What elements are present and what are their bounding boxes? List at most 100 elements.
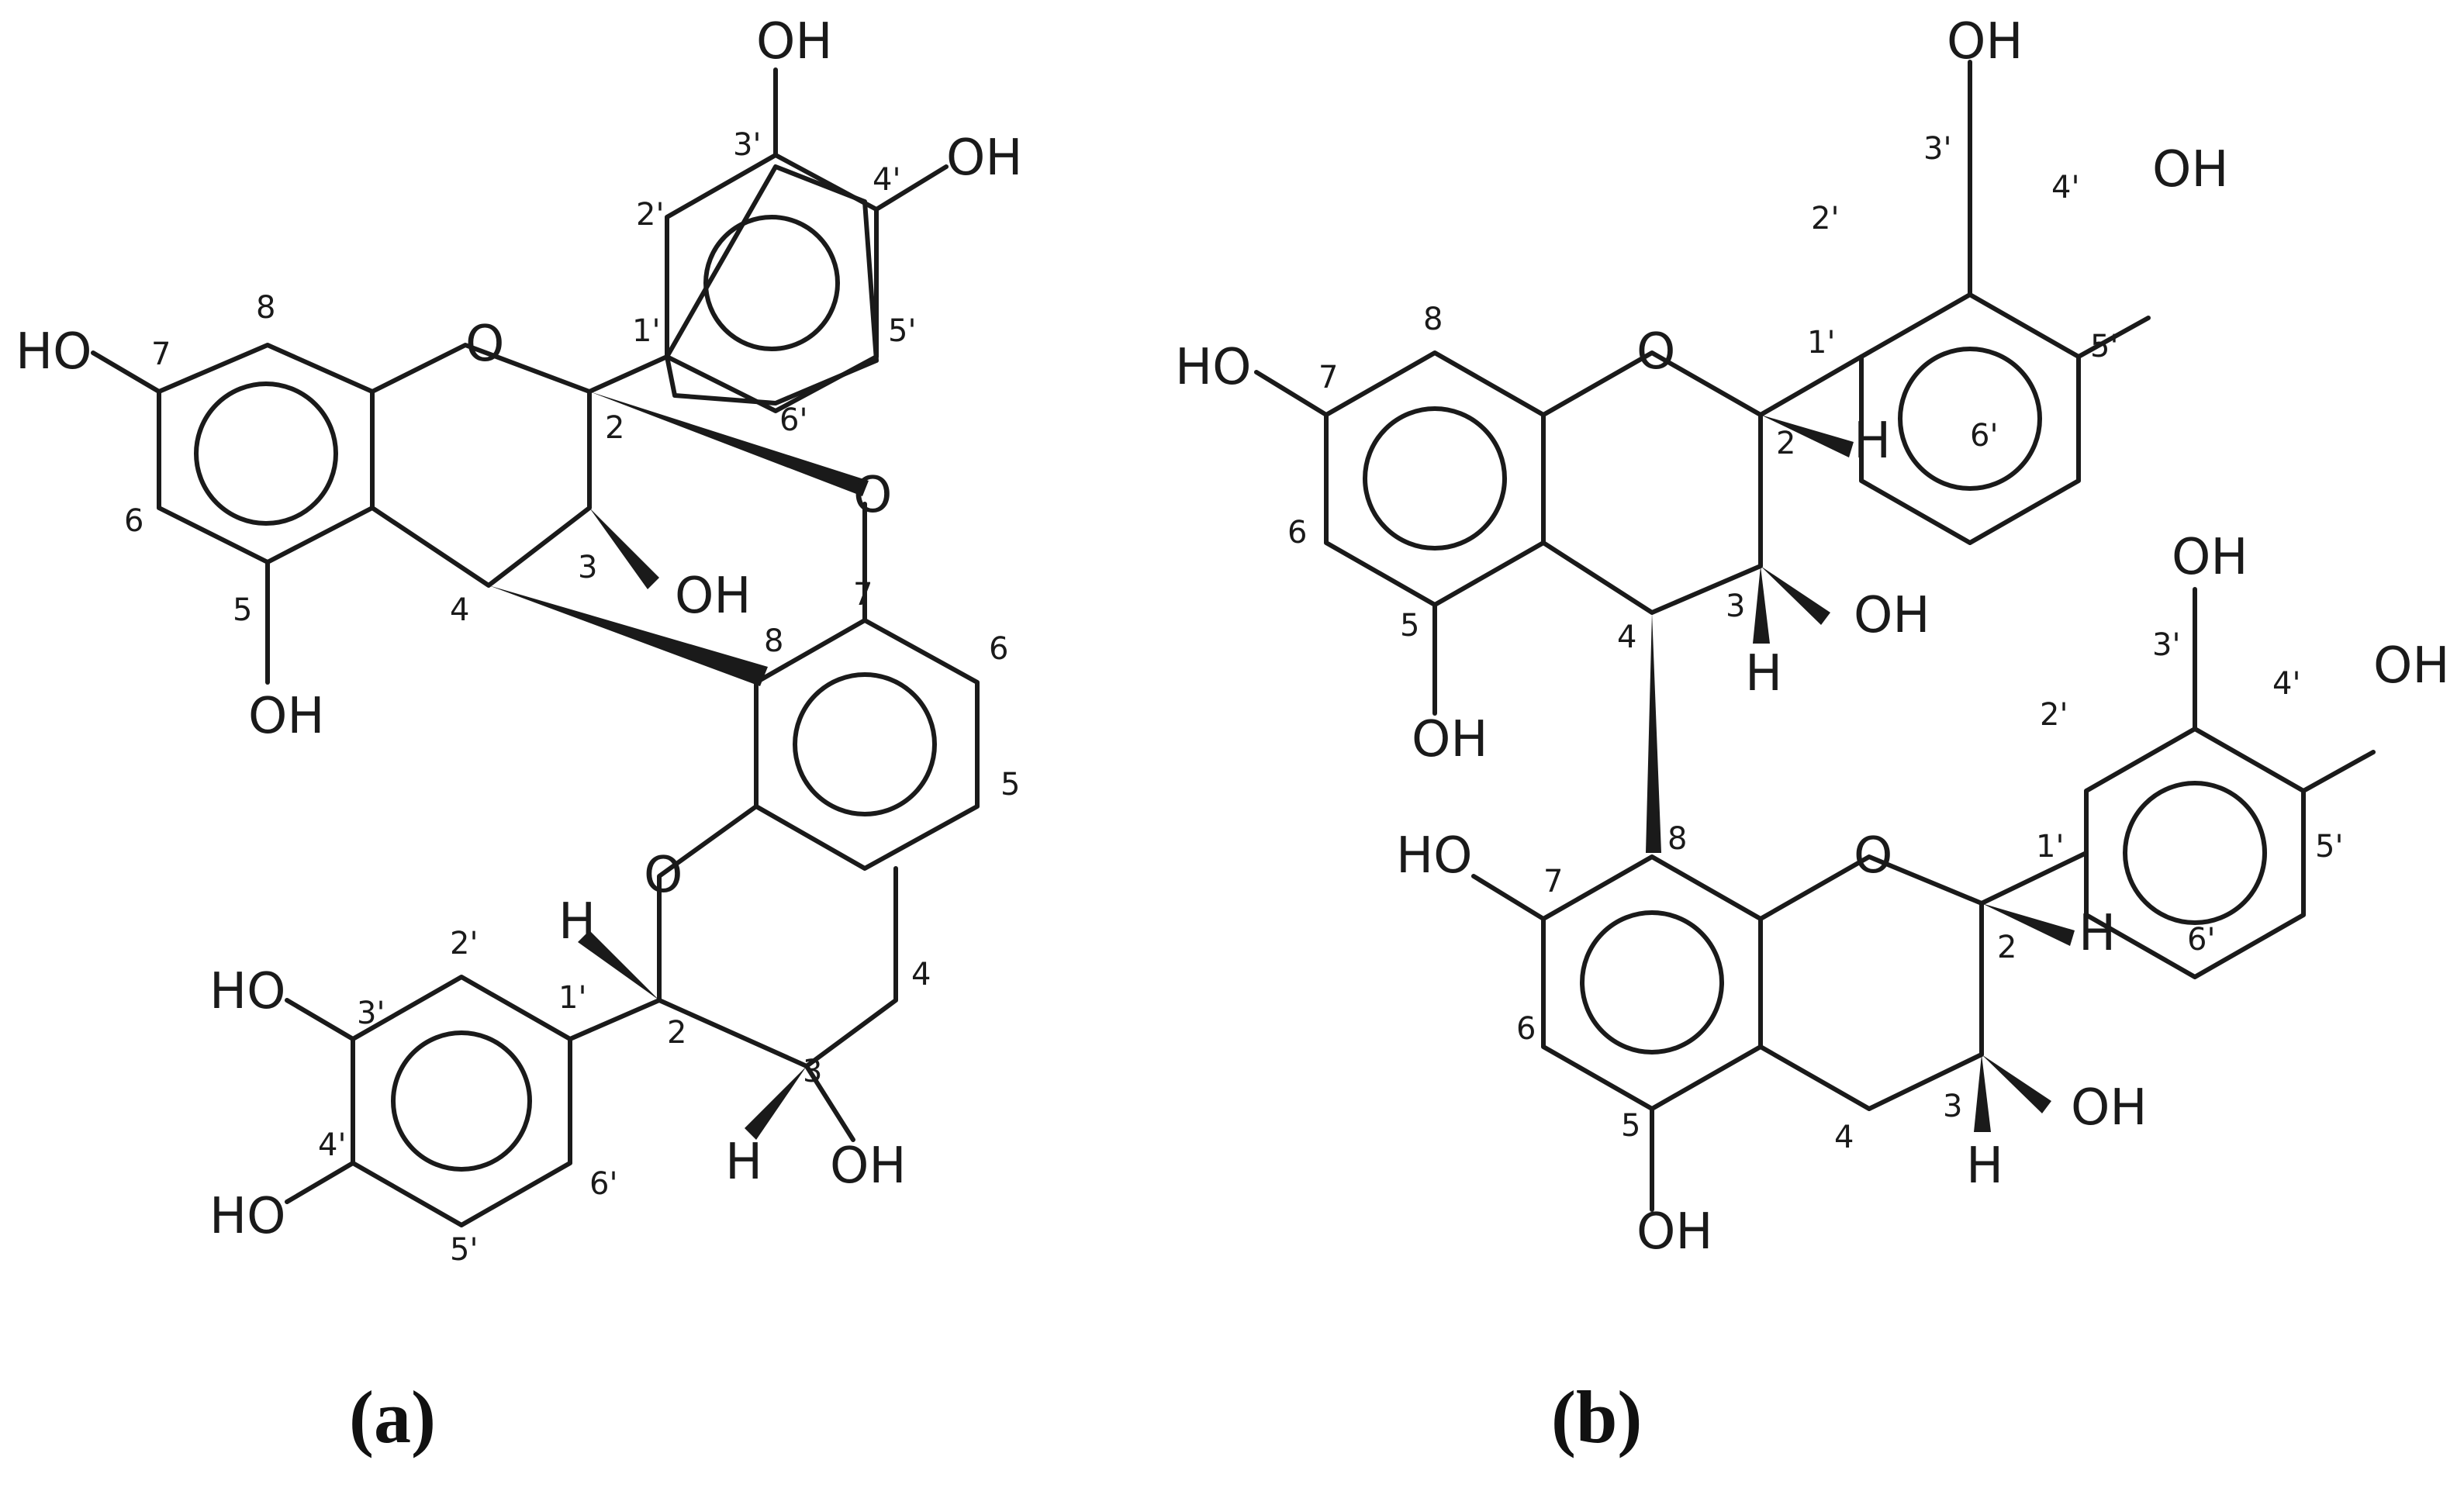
- b-n2: 2: [1776, 426, 1795, 461]
- b-ring-B-lower-aromatic: [2123, 781, 2267, 925]
- a-ho4p-lower: HO: [209, 1188, 286, 1245]
- b-n4: 4: [1617, 620, 1636, 655]
- a-oh3p: OH: [756, 13, 833, 71]
- a-n3p: 3': [733, 127, 761, 163]
- b-ring-C-lower: [1758, 854, 1984, 1111]
- b-oh3-lower: OH: [2071, 1079, 2148, 1137]
- b-o1: O: [1636, 323, 1675, 381]
- a-n2: 2: [605, 410, 624, 446]
- a-ho7: HO: [16, 323, 92, 381]
- b-n4p: 4': [2051, 170, 2079, 205]
- b-ring-C-upper: [1541, 350, 1763, 615]
- a-ring-B-upper: [665, 164, 879, 406]
- b-oh5-lower: OH: [1636, 1203, 1713, 1261]
- a-l1p: 1': [558, 980, 586, 1016]
- a-ring-B-lower-aromatic: [391, 1030, 532, 1172]
- b-ring-A-upper-aromatic: [1363, 406, 1507, 551]
- panel-a-locants: 8 7 6 5 4 3 2 1' 2' 3' 4' 5' 6' 7 6 5 8 …: [124, 127, 1020, 1268]
- a-h2: H: [558, 893, 596, 951]
- b-oh4p: OH: [2152, 141, 2229, 198]
- b-n3p: 3': [1923, 131, 1951, 167]
- a-l4p: 4': [318, 1127, 346, 1163]
- a-n2p: 2': [636, 197, 664, 233]
- a-n7: 7: [151, 337, 171, 372]
- a-ring-A-aromatic: [194, 381, 338, 526]
- panel-b-atom-labels: HO O H OH H OH OH OH HO O H OH H OH OH O…: [1175, 13, 2450, 1261]
- a-m2: 2: [667, 1015, 686, 1051]
- b-o1-lower: O: [1854, 827, 1892, 885]
- b-h2: H: [1854, 412, 1891, 470]
- a-m4: 4: [911, 957, 931, 992]
- panel-b-wedges: [1646, 415, 2075, 1132]
- b-ho7-lower: HO: [1396, 827, 1473, 885]
- b-m7: 7: [1543, 864, 1563, 899]
- a-o1-lower: O: [644, 847, 683, 904]
- b-n5p: 5': [2090, 329, 2118, 364]
- a-m6: 6: [989, 631, 1008, 667]
- a-m7: 7: [853, 577, 873, 613]
- a-oh3: OH: [675, 568, 752, 625]
- b-h3: H: [1745, 645, 1782, 702]
- a-n1p: 1': [632, 313, 660, 349]
- a-n5p: 5': [888, 313, 916, 349]
- a-h3: H: [725, 1134, 762, 1191]
- b-m5p: 5': [2315, 829, 2343, 865]
- a-m3: 3: [803, 1054, 822, 1089]
- b-n8: 8: [1423, 302, 1443, 337]
- b-m6p: 6': [2187, 922, 2215, 958]
- b-m1p: 1': [2036, 829, 2064, 865]
- a-l5p: 5': [450, 1232, 478, 1268]
- b-m2: 2: [1997, 930, 2016, 965]
- b-ring-A-lower-aromatic: [1580, 910, 1724, 1055]
- a-o1: O: [465, 316, 504, 373]
- a-ho3p-lower: HO: [209, 963, 286, 1020]
- b-m5: 5: [1621, 1108, 1640, 1144]
- b-n7: 7: [1318, 360, 1338, 395]
- b-n3: 3: [1726, 589, 1745, 624]
- b-oh3: OH: [1854, 587, 1930, 644]
- b-n6p: 6': [1970, 418, 1998, 454]
- a-oh3-lower: OH: [830, 1137, 907, 1195]
- a-ring-A-lower-aromatic: [793, 672, 937, 816]
- a-m8: 8: [764, 623, 783, 659]
- b-oh5: OH: [1412, 711, 1488, 768]
- a-n6: 6: [124, 503, 143, 539]
- b-h3-lower: H: [1966, 1137, 2003, 1195]
- a-n3: 3: [578, 550, 597, 585]
- a-o-bridge: O: [853, 467, 892, 524]
- a-ring-B-upper-aromatic: [703, 215, 840, 351]
- b-oh4p-lower: OH: [2373, 637, 2450, 695]
- b-ho7: HO: [1175, 339, 1252, 396]
- a-l3p: 3': [357, 996, 385, 1031]
- a-ring-C: [370, 343, 592, 588]
- b-h2-lower: H: [2079, 905, 2116, 962]
- b-n1p: 1': [1807, 325, 1835, 361]
- b-m4p: 4': [2272, 666, 2300, 702]
- b-n5: 5: [1400, 608, 1419, 644]
- panel-a-caption: (a): [349, 1376, 436, 1458]
- a-l2p: 2': [450, 926, 478, 961]
- b-n2p: 2': [1811, 201, 1839, 236]
- b-m3p: 3': [2152, 627, 2180, 663]
- b-oh3p: OH: [1947, 13, 2023, 71]
- b-ring-B-upper-aromatic: [1898, 347, 2042, 491]
- a-n4: 4: [450, 592, 469, 628]
- a-l6p: 6': [589, 1166, 617, 1202]
- b-m4: 4: [1834, 1120, 1854, 1155]
- a-oh4p: OH: [946, 129, 1023, 187]
- b-m3: 3: [1943, 1089, 1962, 1124]
- a-n6p: 6': [779, 402, 807, 438]
- b-n6: 6: [1287, 515, 1307, 551]
- a-m5: 5: [1000, 767, 1020, 803]
- a-oh5: OH: [248, 688, 325, 745]
- b-m8: 8: [1667, 821, 1687, 857]
- a-n8: 8: [256, 290, 275, 326]
- panel-b-structure: [1254, 60, 2376, 1212]
- panel-b-locants: 8 7 6 5 4 3 2 1' 2' 3' 4' 5' 6' 8 7 6 5 …: [1287, 131, 2343, 1155]
- a-n4p: 4': [873, 162, 900, 198]
- a-ring-C-lower: [657, 804, 898, 1068]
- panel-a-structure: [91, 67, 980, 1227]
- b-m6: 6: [1516, 1011, 1536, 1047]
- panel-a-wedges: [489, 392, 869, 1140]
